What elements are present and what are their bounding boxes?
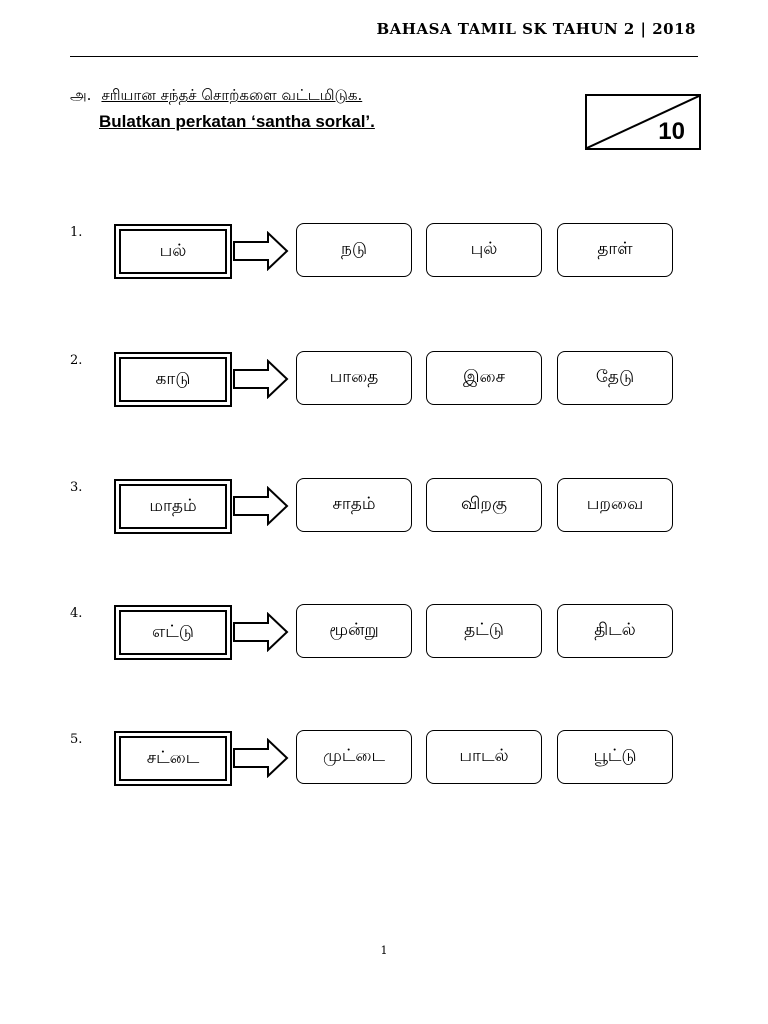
question-word: எட்டு [114, 605, 232, 660]
instruction-malay: Bulatkan perkatan ‘santha sorkal’. [99, 112, 375, 131]
option-1[interactable]: சாதம் [296, 478, 412, 532]
question-number: 3. [70, 480, 83, 495]
option-2[interactable]: தட்டு [426, 604, 542, 658]
option-3[interactable]: பறவை [557, 478, 673, 532]
arrow-right-icon [233, 738, 289, 778]
option-1[interactable]: பாதை [296, 351, 412, 405]
question-row-4: 4. எட்டு மூன்று தட்டு திடல் [0, 604, 768, 664]
option-2[interactable]: விறகு [426, 478, 542, 532]
option-3[interactable]: தாள் [557, 223, 673, 277]
question-row-3: 3. மாதம் சாதம் விறகு பறவை [0, 478, 768, 538]
score-box: 10 [585, 94, 701, 150]
question-row-5: 5. சட்டை முட்டை பாடல் பூட்டு [0, 730, 768, 790]
question-number: 5. [70, 732, 83, 747]
instruction-tamil-row: அ. சரியான சந்தச் சொற்களை வட்டமிடுக. [70, 86, 362, 106]
question-word: சட்டை [114, 731, 232, 786]
instruction-tamil: சரியான சந்தச் சொற்களை வட்டமிடுக. [101, 86, 363, 104]
option-3[interactable]: திடல் [557, 604, 673, 658]
option-1[interactable]: முட்டை [296, 730, 412, 784]
page-number: 1 [380, 944, 388, 957]
header-divider [70, 56, 698, 57]
section-marker: அ. [70, 86, 92, 104]
arrow-right-icon [233, 486, 289, 526]
question-number: 2. [70, 353, 83, 368]
option-3[interactable]: பூட்டு [557, 730, 673, 784]
option-1[interactable]: மூன்று [296, 604, 412, 658]
option-1[interactable]: நடு [296, 223, 412, 277]
score-total: 10 [658, 118, 685, 145]
question-row-1: 1. பல் நடு புல் தாள் [0, 223, 768, 283]
question-row-2: 2. காடு பாதை இசை தேடு [0, 351, 768, 411]
arrow-right-icon [233, 359, 289, 399]
option-2[interactable]: இசை [426, 351, 542, 405]
header-title: BAHASA TAMIL SK TAHUN 2 | 2018 [376, 20, 696, 38]
arrow-right-icon [233, 231, 289, 271]
score-divider-line [587, 96, 699, 148]
option-2[interactable]: பாடல் [426, 730, 542, 784]
question-number: 4. [70, 606, 83, 621]
option-2[interactable]: புல் [426, 223, 542, 277]
question-word: காடு [114, 352, 232, 407]
question-word: மாதம் [114, 479, 232, 534]
question-word: பல் [114, 224, 232, 279]
question-number: 1. [70, 225, 83, 240]
arrow-right-icon [233, 612, 289, 652]
option-3[interactable]: தேடு [557, 351, 673, 405]
